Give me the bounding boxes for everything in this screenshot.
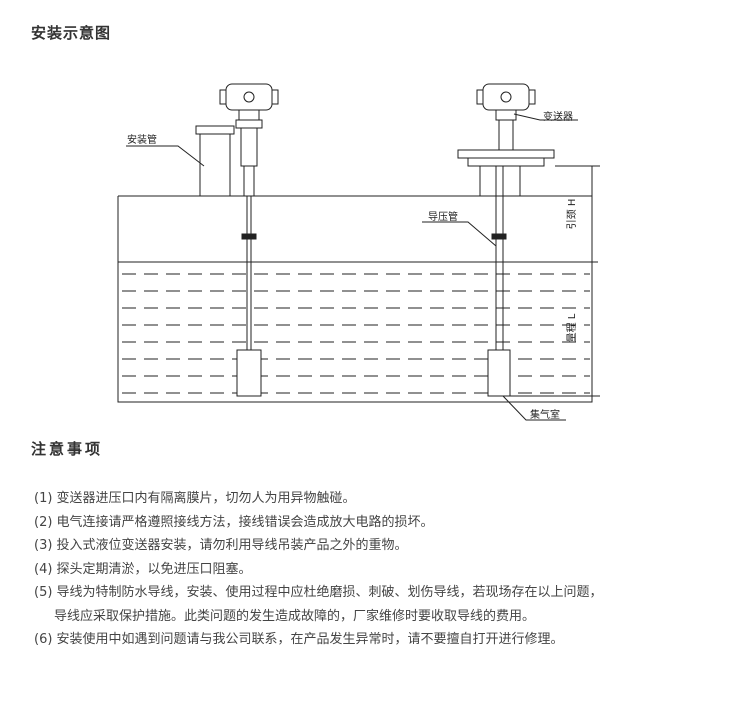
note-item: (5) 导线为特制防水导线，安装、使用过程中应杜绝磨损、刺破、划伤导线，若现场存… xyxy=(34,585,603,600)
note-item: (4) 探头定期清淤，以免进压口阻塞。 xyxy=(34,561,252,577)
note-item: (6) 安装使用中如遇到问题请与我公司联系，在产品发生异常时，请不要擅自打开进行… xyxy=(34,632,564,647)
installation-diagram: 安装管 变送器 导压管 集气室 引颈 H 量程 L xyxy=(117,83,600,421)
dimension-lines xyxy=(510,165,600,397)
note-item: (1) 变送器进压口内有隔离膜片，切勿人为用异物触碰。 xyxy=(34,491,356,506)
leader-lines xyxy=(126,113,578,421)
range-label: 量程 L xyxy=(566,313,578,342)
gas-chamber-label: 集气室 xyxy=(530,408,560,421)
note-item-continuation: 导线应采取保护措施。此类问题的发生造成故障的，厂家维修时要收取导线的费用。 xyxy=(54,608,536,624)
pressure-tube-label: 导压管 xyxy=(428,210,458,223)
right-transmitter xyxy=(457,83,555,397)
notes-title: 注意事项 xyxy=(31,440,104,458)
left-transmitter xyxy=(195,83,279,397)
install-pipe-label: 安装管 xyxy=(127,133,157,146)
diagram-title: 安装示意图 xyxy=(31,24,112,42)
note-item: (2) 电气连接请严格遵照接线方法，接线错误会造成放大电路的损坏。 xyxy=(34,514,434,530)
notes-list: (1) 变送器进压口内有隔离膜片，切勿人为用异物触碰。 (2) 电气连接请严格遵… xyxy=(34,487,734,652)
note-item: (3) 投入式液位变送器安装，请勿利用导线吊装产品之外的重物。 xyxy=(34,538,408,553)
tank xyxy=(117,195,593,403)
transmitter-label: 变送器 xyxy=(543,110,573,123)
liquid-lines xyxy=(122,273,590,394)
lead-height-label: 引颈 H xyxy=(566,199,578,230)
